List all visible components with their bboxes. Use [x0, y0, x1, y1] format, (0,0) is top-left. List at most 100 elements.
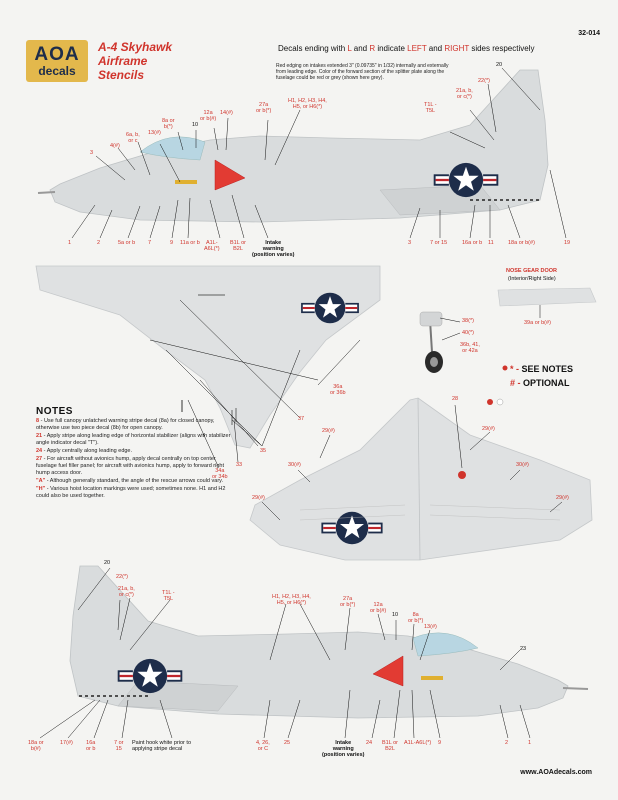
title-line-3: Stencils [98, 68, 145, 82]
callout-b-9: 9 [438, 740, 442, 746]
callout-9: 9 [170, 240, 174, 246]
hdr-left: LEFT [407, 44, 427, 53]
note-key: 21 [36, 433, 43, 439]
callout-7: 7 [148, 240, 152, 246]
note-a: "A" - Although generally standard, the a… [36, 478, 236, 485]
note-text: - For aircraft without avionics hump, ap… [36, 456, 225, 476]
wing-planform-bottom [249, 397, 593, 561]
website-url[interactable]: www.AOAdecals.com [520, 769, 592, 776]
note-key: "A" [36, 478, 46, 484]
hdr-l: L [347, 44, 352, 53]
callout-b-16: 16a or b [86, 740, 96, 752]
nose-gear-drawing [419, 311, 443, 373]
nose-gear-subtitle: (Interior/Right Side) [508, 276, 556, 282]
legend-hash: # - [510, 378, 524, 388]
callout-b-intake-warning: Intake warning (position varies) [322, 740, 365, 758]
callout-b-1: 1 [528, 740, 532, 746]
intake-edging-note: Red edging on intakes extended 3" (0.097… [276, 63, 449, 81]
hdr-text-3: indicate [375, 44, 408, 53]
callout-intake-warning: Intake warning (position varies) [252, 240, 295, 258]
callout-b-10: 10 [392, 612, 399, 618]
callout-b-23: 23 [520, 646, 527, 652]
callout-10: 10 [192, 122, 199, 128]
callout-b-18: 18a or b(#) [28, 740, 44, 752]
callout-hoist: H1, H2, H3, H4, H5, or H6(*) [288, 98, 327, 110]
callout-a1l: A1L- A6L(*) [204, 240, 220, 252]
legend-see-notes: * - SEE NOTES [510, 364, 573, 374]
callout-28: 28 [452, 396, 459, 402]
callout-b-4: 4, 26, or C [256, 740, 270, 752]
callout-30-b: 30(#) [516, 462, 529, 468]
callout-37: 37 [298, 416, 305, 422]
bottom-aircraft-profile [69, 565, 589, 719]
callout-6: 6a, b, or c [126, 132, 140, 144]
callout-b-20: 20 [104, 560, 111, 566]
callout-b-17: 17(#) [60, 740, 73, 746]
callout-2: 2 [97, 240, 101, 246]
callout-29-c: 29(#) [252, 495, 265, 501]
callout-3-right: 3 [408, 240, 412, 246]
callout-14: 14(#) [220, 110, 233, 116]
callout-b-8: 8a or b(*) [408, 612, 424, 624]
callout-t1l: T1L - T5L [424, 102, 437, 114]
callout-b-paint-hook: Paint hook white prior to applying strip… [132, 740, 192, 752]
notes-heading: NOTES [36, 406, 73, 417]
hdr-text-1: Decals ending with [278, 44, 348, 53]
note-text: - Use full canopy unlatched warning stri… [36, 418, 215, 431]
intake-note-line-1: Red edging on intakes extended 3" (0.097… [276, 63, 449, 69]
callout-b-25: 25 [284, 740, 291, 746]
callout-29-d: 29(#) [556, 495, 569, 501]
legend-star: * - [510, 364, 522, 374]
callout-b1l: B1L or B2L [230, 240, 247, 252]
callout-27: 27a or b(*) [256, 102, 272, 114]
callout-b-t1l: T1L - T5L [162, 590, 175, 602]
callout-13: 13(#) [148, 130, 161, 136]
callout-4: 4(#) [110, 143, 120, 149]
nose-gear-title: NOSE GEAR DOOR [506, 268, 558, 274]
intake-note-line-3: fuselage could be red or grey (shown her… [276, 75, 384, 81]
callout-36b: 36b, 41, or 42a [460, 342, 480, 354]
callout-16: 16a or b [462, 240, 483, 246]
note-key: 24 [36, 448, 43, 454]
callout-11: 11a or b [180, 240, 200, 246]
callout-22: 22(*) [478, 78, 490, 84]
note-text: - Apply centrally along leading edge. [42, 448, 133, 454]
title-line-1: A-4 Skyhawk [98, 40, 173, 54]
callout-30-a: 30(#) [288, 462, 301, 468]
note-text: - Various hoist location markings were u… [36, 486, 226, 499]
callout-33: 33 [236, 462, 243, 468]
top-aircraft-profile [37, 69, 549, 223]
legend-optional: # - OPTIONAL [510, 378, 570, 388]
hdr-right: RIGHT [444, 44, 470, 53]
callout-34: 34a or 34b [212, 468, 228, 480]
logo-text: AOA [34, 44, 80, 65]
side-legend-header: Decals ending with L and R indicate LEFT… [278, 44, 534, 53]
notes-panel: NOTES 8 - Use full canopy unlatched warn… [36, 406, 236, 501]
callout-5: 5a or b [118, 240, 136, 246]
hdr-text-2: and [351, 44, 370, 53]
callout-b-27: 27a or b(*) [340, 596, 356, 608]
callout-3: 3 [90, 150, 94, 156]
note-21: 21 - Apply stripe along leading edge of … [36, 433, 236, 447]
wing-planform-top [35, 265, 381, 449]
callout-21: 21a, b, or c(*) [456, 88, 473, 100]
callout-11-right: 11 [488, 240, 494, 246]
note-h: "H" - Various hoist location markings we… [36, 486, 236, 500]
callout-39: 39a or b(#) [524, 320, 551, 326]
logo-subtext: decals [38, 64, 76, 78]
title-line-2: Airframe [98, 54, 148, 68]
callout-18: 18a or b(#) [508, 240, 535, 246]
hdr-r: R [369, 44, 376, 53]
callout-40: 40(*) [462, 330, 474, 336]
callout-b-7: 7 or 15 [114, 740, 124, 752]
callout-b-24: 24 [366, 740, 373, 746]
intake-note-line-2: from leading edge. Color of the forward … [276, 69, 445, 75]
note-24: 24 - Apply centrally along leading edge. [36, 448, 236, 455]
callout-19: 19 [564, 240, 571, 246]
note-key: 27 [36, 456, 43, 462]
note-text: - Apply stripe along leading edge of hor… [36, 433, 231, 446]
callout-b-21: 21a, b, or c(*) [118, 586, 135, 598]
callout-7-15: 7 or 15 [430, 240, 448, 246]
callout-29-a: 29(#) [322, 428, 335, 434]
